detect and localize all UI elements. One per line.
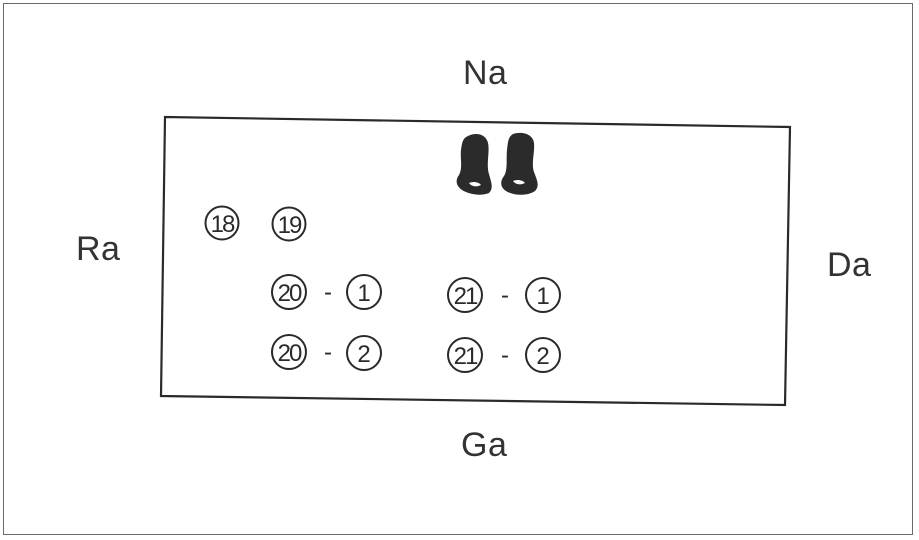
marker-20-2-label-a: 20 <box>278 340 302 367</box>
marker-21-2-circle-b <box>525 337 561 373</box>
footprints-icon <box>456 132 538 195</box>
marker-21-1-label-a: 21 <box>454 283 478 310</box>
direction-label-right: Da <box>827 246 872 284</box>
marker-20-1-dash: - <box>324 279 332 306</box>
marker-18-circle <box>204 205 240 241</box>
direction-label-top: Na <box>463 54 508 92</box>
direction-label-bottom: Ga <box>461 426 508 464</box>
marker-20-2: 20 - 2 <box>271 334 382 371</box>
marker-21-2: 21 - 2 <box>447 337 561 373</box>
marker-21-2-label-a: 21 <box>454 343 478 370</box>
marker-19-label: 19 <box>278 212 302 239</box>
marker-20-2-circle-b <box>346 335 382 371</box>
marker-21-1-label-b: 1 <box>536 283 549 310</box>
room-outline <box>159 115 792 407</box>
direction-label-left: Ra <box>76 230 121 268</box>
marker-20-2-circle-a <box>271 334 307 370</box>
marker-18-label: 18 <box>211 211 235 238</box>
left-footprint <box>456 134 492 195</box>
marker-21-1: 21 - 1 <box>447 277 561 313</box>
marker-18: 18 <box>204 205 240 241</box>
marker-20-1-circle-a <box>271 274 307 310</box>
left-footprint-heel <box>469 181 481 187</box>
marker-20-1-label-a: 20 <box>278 280 302 307</box>
diagram-frame <box>3 3 913 535</box>
marker-21-1-circle-a <box>447 277 483 313</box>
marker-21-2-label-b: 2 <box>536 343 549 370</box>
marker-21-2-circle-a <box>447 337 483 373</box>
marker-20-1-label-b: 1 <box>357 280 370 307</box>
right-footprint <box>501 132 538 195</box>
marker-20-1: 20 - 1 <box>271 274 382 310</box>
marker-21-1-circle-b <box>525 277 561 313</box>
marker-20-2-label-b: 2 <box>357 341 370 368</box>
marker-19: 19 <box>271 206 307 242</box>
marker-21-2-dash: - <box>501 342 509 369</box>
marker-19-circle <box>271 206 307 242</box>
right-footprint-heel <box>513 179 525 185</box>
marker-20-1-circle-b <box>346 274 382 310</box>
marker-20-2-dash: - <box>324 339 332 366</box>
marker-21-1-dash: - <box>501 282 509 309</box>
